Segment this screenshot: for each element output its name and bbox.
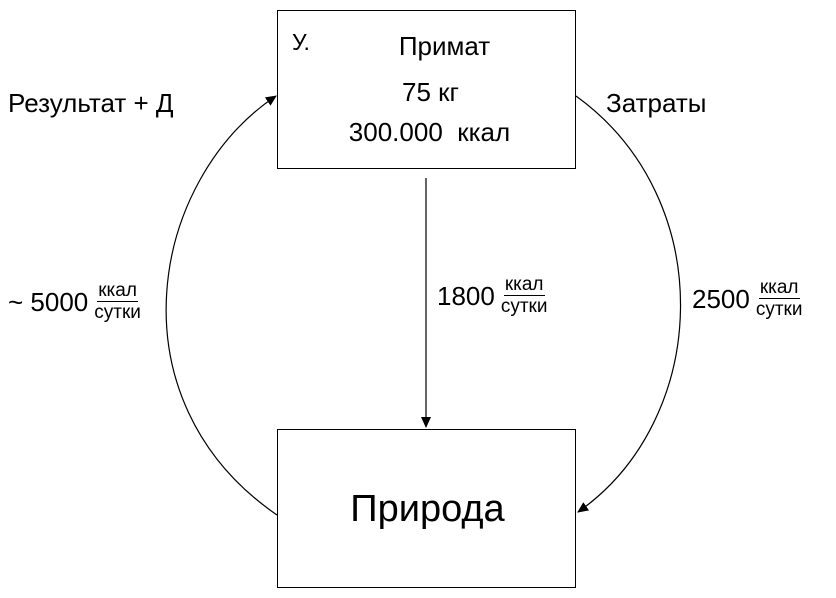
costs-label: Затраты (606, 88, 707, 118)
primate-mass: 75 кг (401, 77, 459, 107)
nature-title: Природа (350, 488, 505, 530)
left-flow-unit-top: ккал (97, 280, 138, 302)
center-flow-value: 1800 ккал сутки (437, 275, 548, 316)
right-flow-arrow (575, 95, 682, 513)
right-flow-unit-top: ккал (758, 277, 800, 299)
nature-box: Природа (277, 429, 576, 588)
right-flow-number: 2500 (692, 283, 750, 314)
left-flow-unit: ккал сутки (93, 281, 142, 322)
center-flow-unit: ккал сутки (500, 275, 549, 316)
left-flow-unit-bottom: сутки (94, 302, 141, 323)
right-flow-unit-bottom: сутки (755, 299, 803, 320)
primate-box: У. Примат 75 кг 300.000 ккал (277, 10, 576, 169)
result-label: Результат + Д (8, 88, 174, 118)
left-flow-arrow (165, 95, 278, 516)
center-flow-number: 1800 (437, 280, 495, 311)
primate-title: Примат (398, 31, 491, 61)
center-flow-unit-bottom: сутки (500, 296, 548, 317)
center-flow-unit-top: ккал (503, 274, 545, 296)
primate-corner-label: У. (292, 29, 310, 55)
right-flow-value: 2500 ккал сутки (692, 278, 803, 319)
left-flow-value: ~ 5000 ккал сутки (8, 281, 142, 322)
primate-energy: 300.000 ккал (348, 117, 511, 147)
right-flow-unit: ккал сутки (755, 278, 804, 319)
left-flow-number: ~ 5000 (8, 286, 89, 317)
